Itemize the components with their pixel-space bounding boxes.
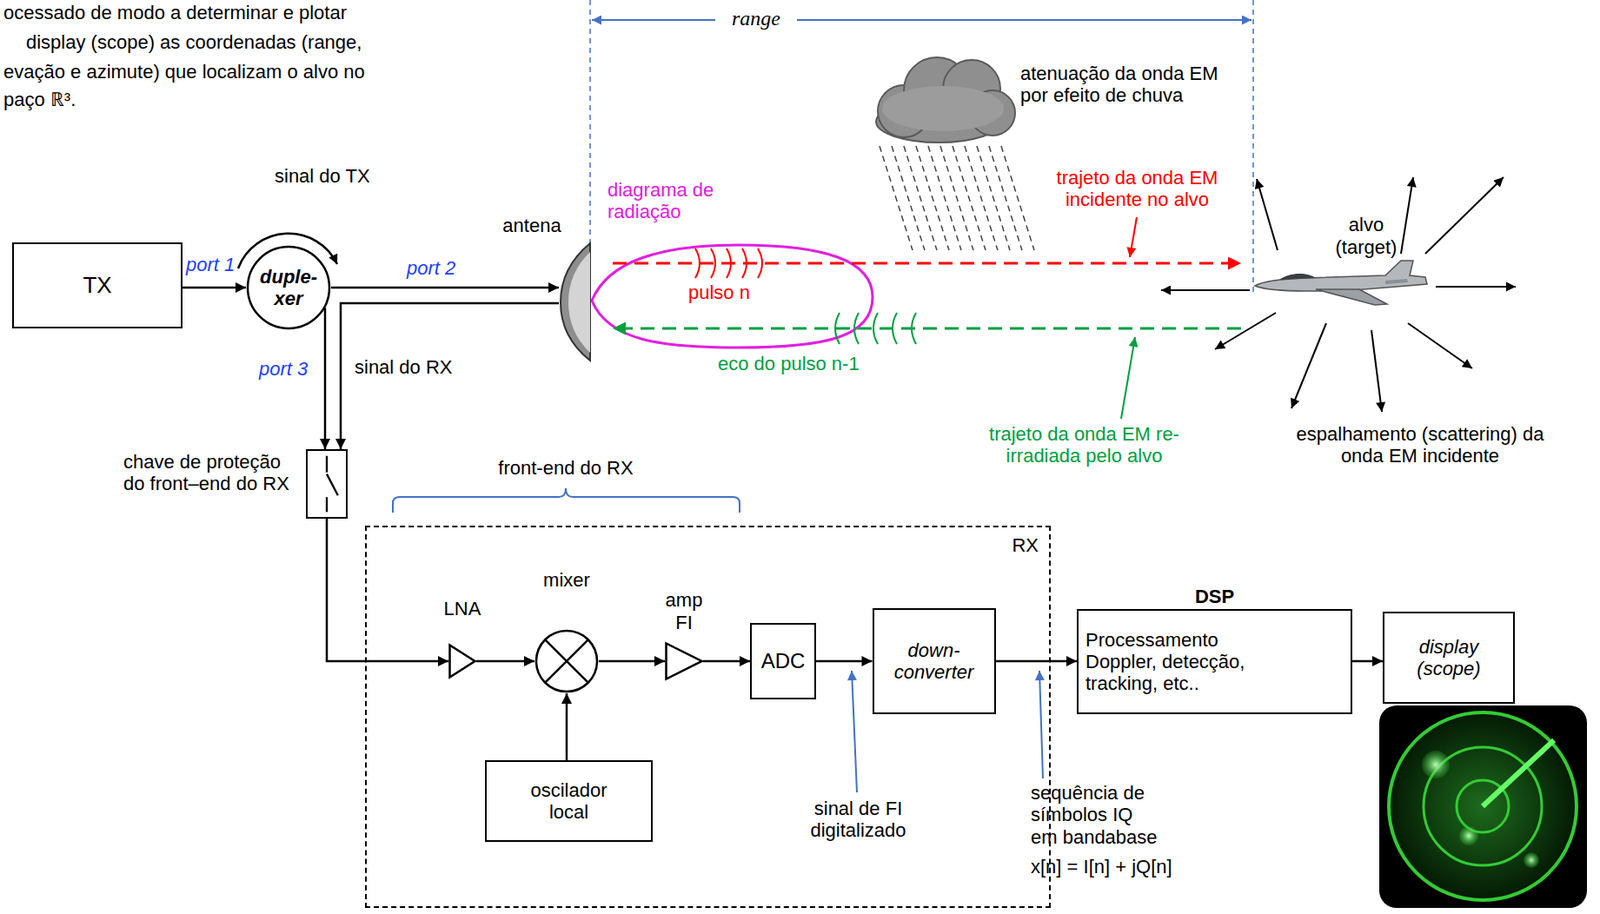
node-heading: LNA	[422, 597, 503, 620]
annotation-label: evação e azimute) que localizam o alvo n…	[3, 60, 366, 83]
display-box: display (scope)	[1382, 611, 1515, 704]
leader-line	[1039, 670, 1043, 779]
scope-blip	[1421, 750, 1450, 779]
node-heading: chave de proteção do front–end do RX	[123, 451, 298, 496]
node-heading: alvo (target)	[1327, 213, 1406, 259]
radiation-lobe	[591, 245, 873, 348]
rain-streak	[1001, 146, 1035, 251]
cloud	[876, 57, 1016, 143]
pulse-wavefront	[757, 248, 763, 279]
signal-connector	[1352, 660, 1383, 664]
signal-connector	[182, 286, 246, 290]
front-end-brace	[392, 488, 740, 513]
target-aircraft: alvo (target)	[1254, 259, 1429, 306]
duplexer-circle: duple- xer	[245, 245, 332, 331]
annotation-label: ocessado de modo a determinar e plotar	[3, 1, 347, 24]
signal-connector	[598, 660, 665, 664]
scope-sweep	[1482, 740, 1554, 807]
edge-label: sinal do RX	[354, 356, 453, 379]
signal-connector	[324, 307, 327, 450]
node-text: display (scope)	[1400, 636, 1497, 681]
annotation-label: pulso n	[688, 281, 751, 304]
edge-label: port 3	[258, 358, 308, 380]
dsp-box: DSPProcessamento Doppler, detecção, trac…	[1076, 609, 1353, 715]
signal-connector	[331, 286, 559, 290]
adc-box: ADC	[750, 623, 817, 700]
leader-line	[1121, 337, 1136, 419]
node-text: oscilador local	[517, 779, 622, 824]
mixer-symbol: mixer	[534, 629, 599, 694]
pulse-wavefront	[695, 248, 700, 279]
annotation-label: x[n] = I[n] + jQ[n]	[1030, 856, 1173, 878]
node-heading: antena	[489, 214, 575, 237]
node-text: duple- xer	[256, 265, 321, 311]
antenna-dish: antena	[558, 241, 592, 363]
annotation-label: sinal do TX	[274, 165, 371, 187]
node-text: TX	[82, 272, 112, 299]
echo-wavefront	[873, 312, 878, 345]
node-text: down- converter	[882, 639, 986, 684]
downconverter-box: down- converter	[872, 608, 996, 715]
signal-connector	[612, 327, 1242, 331]
node-heading: RX	[1011, 534, 1039, 557]
lna-amplifier-shape	[448, 643, 477, 679]
protection-switch: chave de proteção do front–end do RX	[305, 449, 348, 519]
rx-block: RX LNA mixer amp FI oscilador local ADC down- …	[365, 525, 1051, 909]
annotation-label: trajeto da onda EM incidente no alvo	[1039, 166, 1235, 212]
annotation-label: trajeto da onda EM re-irradiada pelo alv…	[973, 423, 1196, 468]
annotation-label: front-end do RX	[496, 457, 636, 479]
annotation-label: diagrama de radiação	[607, 179, 738, 224]
signal-connector	[476, 660, 535, 664]
node-text: ADC	[761, 649, 806, 674]
range-limit	[1252, 0, 1255, 296]
annotation-label: eco do pulso n-1	[716, 352, 862, 375]
annotation-label: display (scope) as coordenadas (range,	[26, 31, 362, 54]
if-amplifier-shape	[664, 642, 704, 681]
if-amplifier: amp FI	[664, 642, 704, 681]
annotation-label: sinal de FI digitalizado	[803, 797, 913, 843]
scatter-arrows	[1161, 177, 1516, 412]
node-heading: DSP	[1078, 585, 1351, 608]
edge-label: port 2	[406, 257, 456, 279]
signal-connector	[326, 518, 449, 662]
signal-connector	[816, 660, 873, 664]
annotation-label: paço ℝ³.	[3, 88, 76, 111]
leader-line	[1129, 217, 1137, 258]
local-oscillator: oscilador local	[484, 760, 653, 843]
signal-connector	[340, 303, 559, 450]
radar-scope	[1379, 705, 1587, 909]
protection-switch-shape	[307, 451, 346, 518]
annotation-label: range	[715, 6, 797, 32]
scope-blip	[1523, 852, 1540, 869]
range-arrow	[591, 19, 1252, 21]
node-heading: mixer	[517, 569, 617, 591]
cloud-fill	[882, 86, 1004, 132]
node-text: Processamento Doppler, detecção, trackin…	[1085, 629, 1286, 696]
node-heading: amp FI	[662, 589, 706, 634]
scope-blip	[1459, 826, 1479, 846]
antenna-dish-shape	[558, 241, 592, 363]
signal-connector	[995, 660, 1078, 664]
signal-connector	[565, 693, 569, 761]
edge-label: port 1	[185, 253, 235, 276]
mixer-symbol-shape	[534, 629, 599, 694]
annotation-label: sequência de símbolos IQ em bandabase	[1030, 782, 1162, 849]
lna-amplifier: LNA	[448, 643, 477, 679]
rain	[879, 146, 1035, 251]
signal-connector	[703, 660, 751, 664]
signal-connector	[612, 262, 1242, 266]
annotation-label: espalhamento (scattering) da onda EM inc…	[1294, 423, 1547, 468]
annotation-label: atenuação da onda EM por efeito de chuva	[1020, 62, 1225, 107]
scope-ring	[1388, 712, 1577, 901]
tx-box: TX	[12, 242, 183, 329]
target-aircraft-shape	[1254, 259, 1429, 306]
leader-line	[851, 670, 857, 793]
